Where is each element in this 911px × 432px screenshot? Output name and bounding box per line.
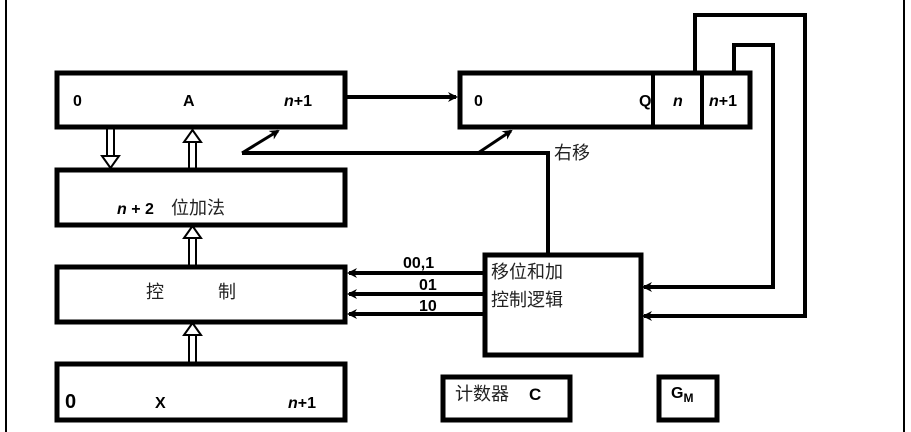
bus-arrow-a-to-adder xyxy=(100,128,121,170)
register-x-name: X xyxy=(155,395,166,412)
signal-label-10: 10 xyxy=(419,298,437,315)
signal-label-01: 01 xyxy=(419,277,437,294)
register-x-right-index-var: n xyxy=(288,395,298,412)
shift-add-logic-box xyxy=(482,252,644,358)
adder-width-rest: + 2 xyxy=(126,201,154,218)
control-label-char2: 制 xyxy=(218,282,236,303)
counter-box xyxy=(440,374,573,423)
bus-arrow-control-to-adder xyxy=(182,224,203,265)
register-a-right-index: n+1 xyxy=(284,94,312,110)
register-x-right-index: n+1 xyxy=(288,396,316,412)
register-q-cell-n1-suffix: +1 xyxy=(718,93,738,110)
register-x-right-index-suffix: +1 xyxy=(297,395,317,412)
adder-width-var: n xyxy=(117,201,127,218)
gm-label-sub: M xyxy=(683,391,694,405)
gm-box xyxy=(656,374,720,423)
gm-label: GM xyxy=(671,385,694,405)
adder-label: 位加法 xyxy=(171,198,225,219)
counter-name: C xyxy=(529,385,542,404)
counter-label: 计数器 xyxy=(455,384,509,405)
register-q-name: Q xyxy=(639,93,652,110)
shift-arrow-to-q xyxy=(477,129,513,155)
bus-arrow-x-to-control xyxy=(182,321,203,362)
register-q-cell-n: n xyxy=(673,93,683,110)
control-label-char1: 控 xyxy=(146,282,164,303)
right-shift-label: 右移 xyxy=(554,143,590,164)
gm-label-main: G xyxy=(671,385,684,402)
register-q-cell-n1: n+1 xyxy=(709,94,737,110)
signal-label-00-1: 00,1 xyxy=(403,255,435,272)
feedback-line-qn xyxy=(642,13,807,321)
register-q-left-index: 0 xyxy=(474,93,483,110)
logic-label-line2: 控制逻辑 xyxy=(491,290,563,311)
register-x-left-index: 0 xyxy=(65,391,77,413)
logic-label-line1: 移位和加 xyxy=(491,262,563,283)
shift-arrow-to-a xyxy=(241,129,280,155)
shift-control-line xyxy=(242,151,550,255)
register-x-box xyxy=(54,361,348,423)
feedback-line-qn1 xyxy=(642,43,775,292)
register-q-box xyxy=(457,70,753,130)
adder-box xyxy=(54,167,348,228)
register-a-right-index-var: n xyxy=(284,93,294,110)
register-a-box xyxy=(54,70,348,130)
register-a-left-index: 0 xyxy=(73,93,82,110)
register-a-right-index-suffix: +1 xyxy=(293,93,313,110)
control-box xyxy=(54,264,348,325)
adder-width-label: n + 2 xyxy=(117,202,154,218)
register-q-cell-n1-var: n xyxy=(709,93,719,110)
bus-arrow-adder-to-a xyxy=(182,128,203,168)
register-a-name: A xyxy=(183,93,195,110)
